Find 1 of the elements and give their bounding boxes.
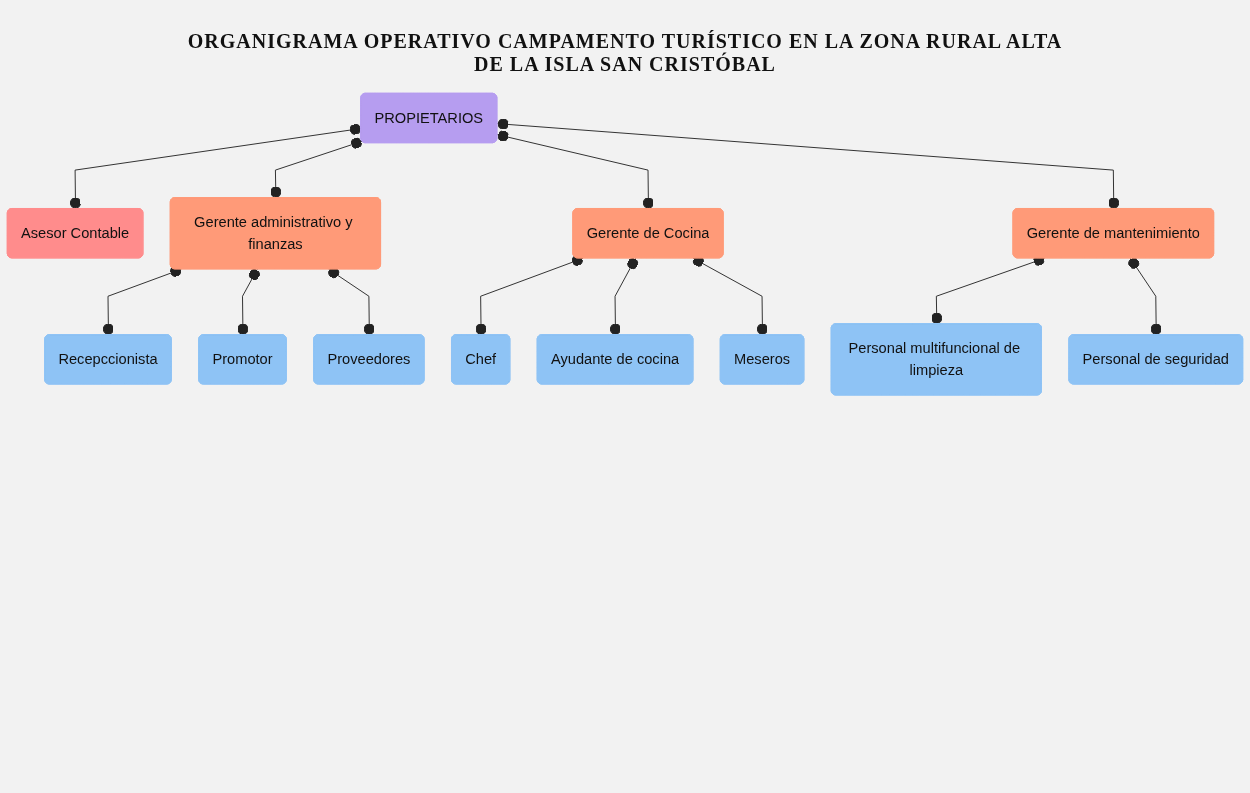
diagram-title: ORGANIGRAMA OPERATIVO CAMPAMENTO TURÍSTICO EN LA ZONA RURAL ALTA DE LA ISLA SAN CRISTÓBAL	[186, 30, 1064, 76]
